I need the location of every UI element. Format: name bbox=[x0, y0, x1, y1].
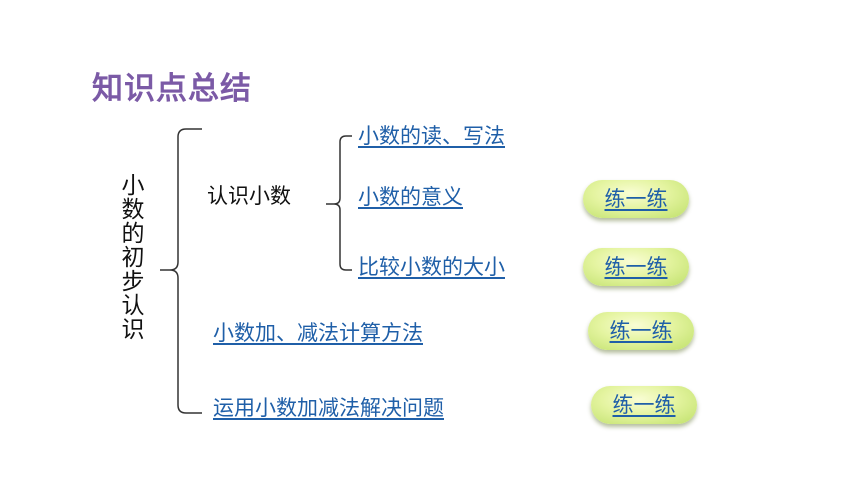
practice-button-meaning[interactable]: 练一练 bbox=[583, 180, 689, 218]
practice-label: 练一练 bbox=[612, 392, 676, 417]
practice-label: 练一练 bbox=[604, 186, 668, 211]
practice-label: 练一练 bbox=[609, 318, 673, 343]
practice-label: 练一练 bbox=[604, 254, 668, 279]
practice-button-add-subtract[interactable]: 练一练 bbox=[588, 312, 694, 350]
link-meaning-of-decimals[interactable]: 小数的意义 bbox=[358, 185, 463, 209]
page-title: 知识点总结 bbox=[92, 71, 252, 107]
inner-brace bbox=[326, 135, 352, 271]
link-compare-decimals[interactable]: 比较小数的大小 bbox=[358, 255, 505, 279]
link-decimal-add-subtract[interactable]: 小数加、减法计算方法 bbox=[213, 321, 423, 345]
link-solve-problems[interactable]: 运用小数加减法解决问题 bbox=[213, 396, 444, 420]
outer-brace bbox=[160, 128, 202, 414]
practice-button-compare[interactable]: 练一练 bbox=[583, 248, 689, 286]
root-topic: 小数的初步认识 bbox=[121, 173, 145, 343]
topic-know-decimals: 认识小数 bbox=[207, 184, 291, 208]
practice-button-solve[interactable]: 练一练 bbox=[591, 386, 697, 424]
link-read-write-decimals[interactable]: 小数的读、写法 bbox=[358, 124, 505, 148]
